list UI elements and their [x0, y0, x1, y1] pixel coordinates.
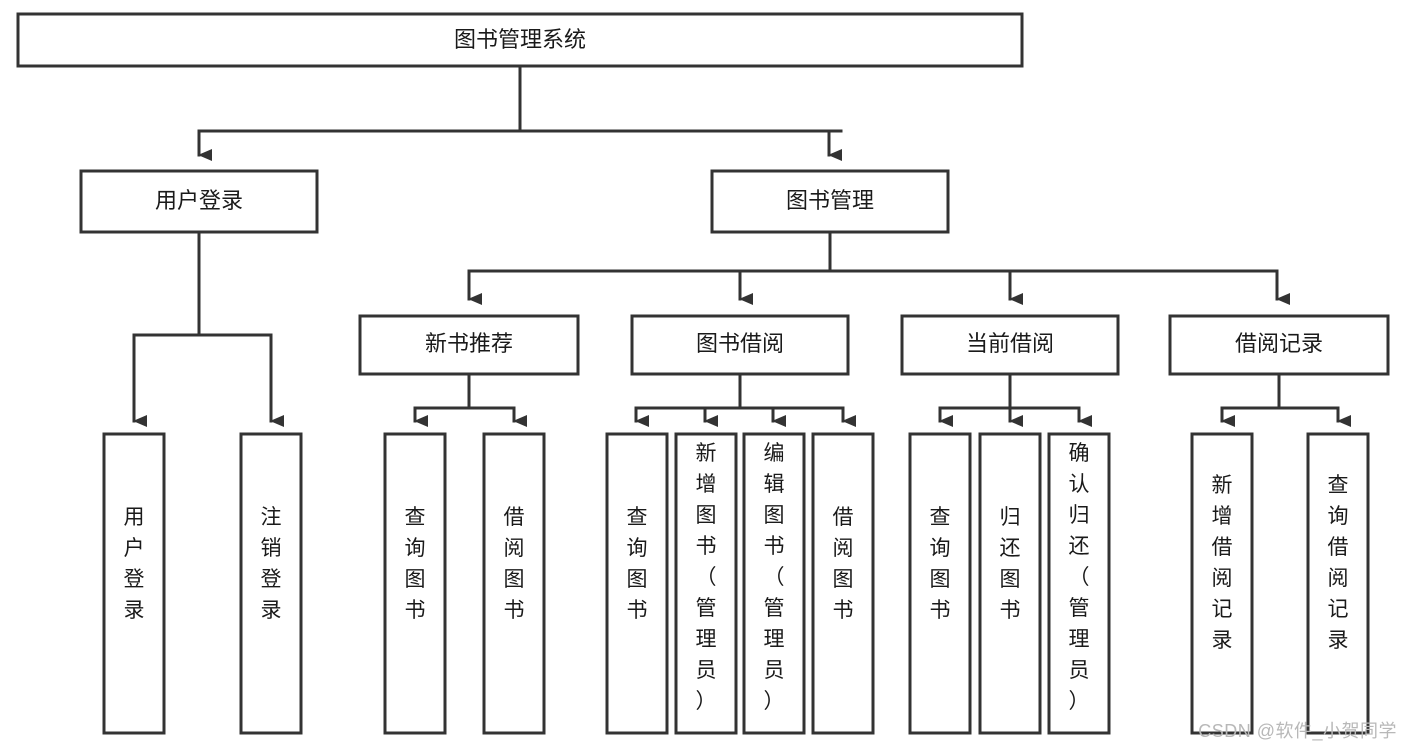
leaf-confirm-return-box [1047, 432, 1111, 735]
node-new-book-recommend[interactable]: 新书推荐 [358, 314, 580, 376]
leaf-edit-book-label: 编辑图书（管理员） [764, 442, 785, 713]
leaf-borrow-book-2[interactable]: 借阅图书 [811, 432, 875, 735]
leaf-add-record-label: 新增借阅记录 [1212, 474, 1233, 652]
connector-book-manage-to-level3 [467, 230, 1290, 305]
node-current-borrow-box [900, 314, 1120, 376]
node-user-login-box [79, 169, 319, 234]
node-root[interactable]: 图书管理系统 [16, 12, 1024, 68]
node-root-box [16, 12, 1024, 68]
node-new-book-recommend-label: 新书推荐 [425, 331, 513, 356]
node-root-label: 图书管理系统 [454, 27, 586, 52]
leaf-query-book-2-label: 查询图书 [627, 506, 648, 622]
leaf-add-book-label: 新增图书（管理员） [696, 442, 717, 713]
leaf-add-record-box [1190, 432, 1254, 735]
node-borrow-record-label: 借阅记录 [1235, 331, 1323, 356]
connector-current-borrow-to-leaves [938, 372, 1092, 427]
node-current-borrow-label: 当前借阅 [966, 331, 1054, 356]
connector-new-book-recommend-to-leaves [413, 372, 527, 427]
node-book-manage-label: 图书管理 [786, 188, 874, 213]
leaf-query-record-label: 查询借阅记录 [1328, 474, 1349, 652]
node-book-borrow[interactable]: 图书借阅 [630, 314, 850, 376]
leaf-add-record[interactable]: 新增借阅记录 [1190, 432, 1254, 735]
leaf-logout-login-box [239, 432, 303, 735]
leaf-borrow-book-1[interactable]: 借阅图书 [482, 432, 546, 735]
leaf-return-book[interactable]: 归还图书 [978, 432, 1042, 735]
leaf-user-login-label: 用户登录 [124, 506, 145, 622]
connector-borrow-record-to-leaves [1220, 372, 1351, 427]
connector-root-to-level2 [197, 64, 843, 161]
node-book-borrow-label: 图书借阅 [696, 331, 784, 356]
leaf-user-login-box [102, 432, 166, 735]
node-book-manage[interactable]: 图书管理 [710, 169, 950, 234]
node-new-book-recommend-box [358, 314, 580, 376]
node-user-login-label: 用户登录 [155, 188, 243, 213]
node-borrow-record[interactable]: 借阅记录 [1168, 314, 1390, 376]
leaf-return-book-label: 归还图书 [1000, 506, 1021, 622]
leaf-confirm-return[interactable]: 确认归还（管理员） [1047, 432, 1111, 735]
connector-book-borrow-to-leaves [634, 372, 856, 427]
leaf-add-book[interactable]: 新增图书（管理员） [674, 432, 738, 735]
node-user-login[interactable]: 用户登录 [79, 169, 319, 234]
leaf-logout-login[interactable]: 注销登录 [239, 432, 303, 735]
leaf-confirm-return-label: 确认归还（管理员） [1069, 442, 1090, 713]
connector-user-login-to-leaves [132, 230, 284, 427]
leaf-add-book-box [674, 432, 738, 735]
leaf-logout-login-label: 注销登录 [261, 506, 282, 622]
leaf-query-record[interactable]: 查询借阅记录 [1306, 432, 1370, 735]
leaf-query-book-1-label: 查询图书 [405, 506, 426, 622]
leaf-borrow-book-2-label: 借阅图书 [833, 506, 854, 622]
leaf-borrow-book-2-box [811, 432, 875, 735]
leaf-query-book-1[interactable]: 查询图书 [383, 432, 447, 735]
leaf-borrow-book-1-box [482, 432, 546, 735]
leaf-query-book-3-label: 查询图书 [930, 506, 951, 622]
leaf-return-book-box [978, 432, 1042, 735]
leaf-user-login[interactable]: 用户登录 [102, 432, 166, 735]
leaf-query-record-box [1306, 432, 1370, 735]
leaf-query-book-1-box [383, 432, 447, 735]
leaf-edit-book-box [742, 432, 806, 735]
node-current-borrow[interactable]: 当前借阅 [900, 314, 1120, 376]
leaf-query-book-3[interactable]: 查询图书 [908, 432, 972, 735]
leaf-edit-book[interactable]: 编辑图书（管理员） [742, 432, 806, 735]
leaf-query-book-3-box [908, 432, 972, 735]
leaf-query-book-2-box [605, 432, 669, 735]
leaf-borrow-book-1-label: 借阅图书 [504, 506, 525, 622]
leaf-query-book-2[interactable]: 查询图书 [605, 432, 669, 735]
